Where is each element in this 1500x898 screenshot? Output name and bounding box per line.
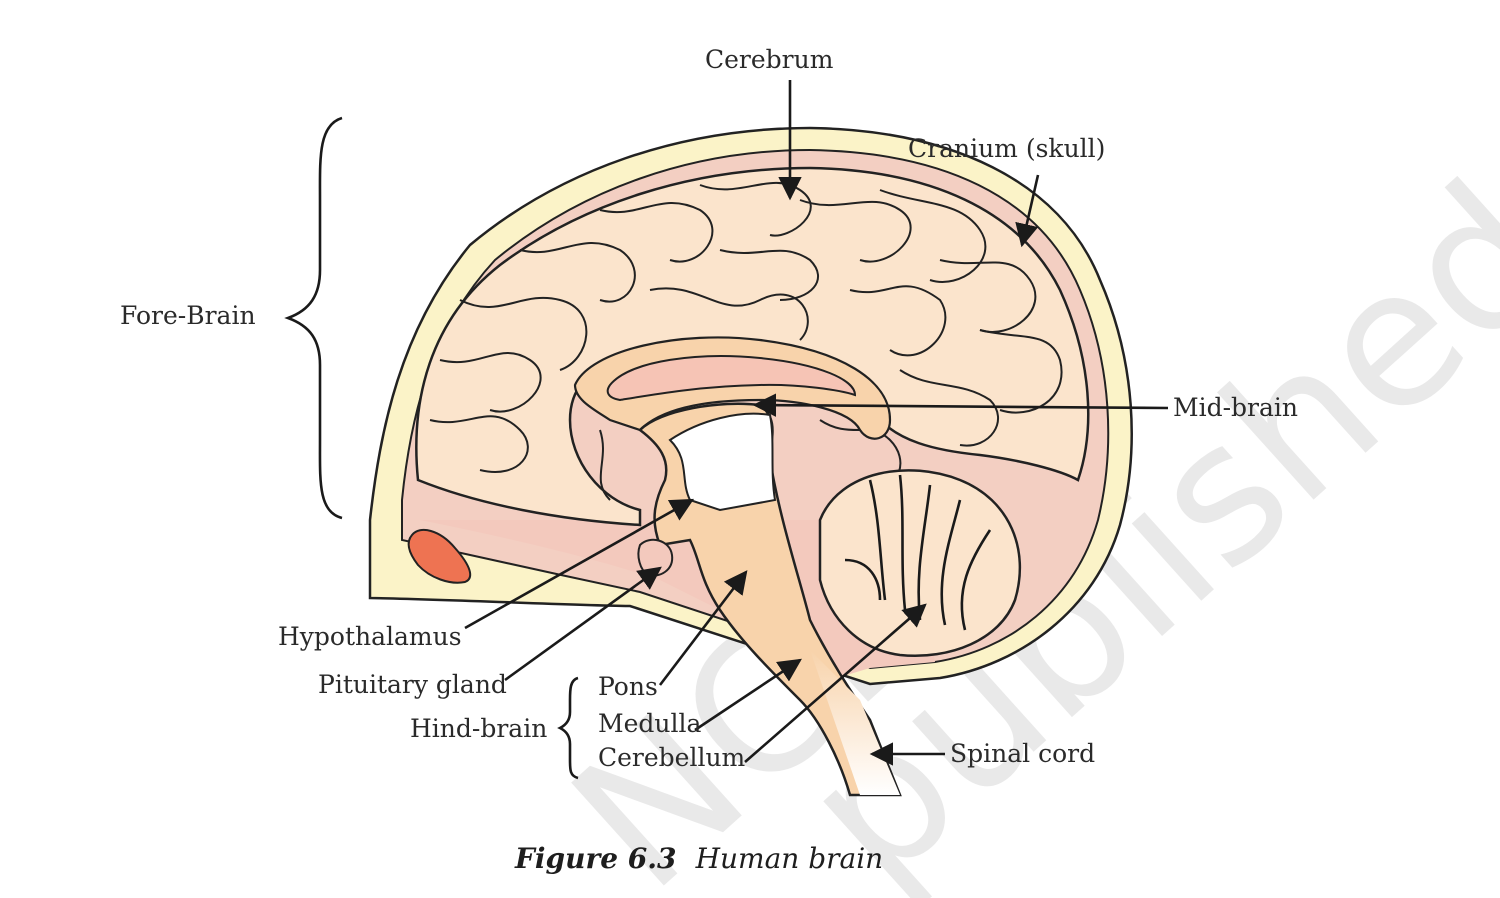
label-cerebrum: Cerebrum xyxy=(705,45,834,74)
third-ventricle xyxy=(668,412,777,512)
lateral-ventricle xyxy=(606,355,857,402)
pons-pointer xyxy=(658,570,748,686)
hind-brain-brace xyxy=(557,676,579,780)
label-pituitary-gland: Pituitary gland xyxy=(318,670,507,699)
label-hypothalamus: Hypothalamus xyxy=(278,622,462,651)
medulla-pointer xyxy=(694,658,802,732)
cerebrum-gyri xyxy=(429,181,1063,501)
cerebellum-pointer xyxy=(744,603,927,763)
fore-brain-brace xyxy=(284,116,343,520)
figure-caption: Figure 6.3 Human brain xyxy=(514,842,883,875)
mid-brain-pointer xyxy=(752,393,1169,417)
label-cranium: Cranium (skull) xyxy=(908,134,1105,163)
label-hind-brain: Hind-brain xyxy=(410,714,547,743)
caption-number: Figure 6.3 xyxy=(514,842,676,875)
caption-title: Human brain xyxy=(695,842,884,875)
label-pons: Pons xyxy=(598,672,658,701)
label-mid-brain: Mid-brain xyxy=(1173,393,1298,422)
pituitary-pointer xyxy=(504,566,662,682)
cranium-pointer xyxy=(1015,174,1040,248)
frontal-sinus xyxy=(407,528,472,584)
label-cerebellum: Cerebellum xyxy=(598,743,746,772)
label-fore-brain: Fore-Brain xyxy=(120,301,256,330)
cerebellum-shape xyxy=(818,469,1022,657)
label-spinal-cord: Spinal cord xyxy=(950,739,1095,768)
hypothalamus-pointer xyxy=(464,498,695,630)
label-medulla: Medulla xyxy=(598,709,701,738)
